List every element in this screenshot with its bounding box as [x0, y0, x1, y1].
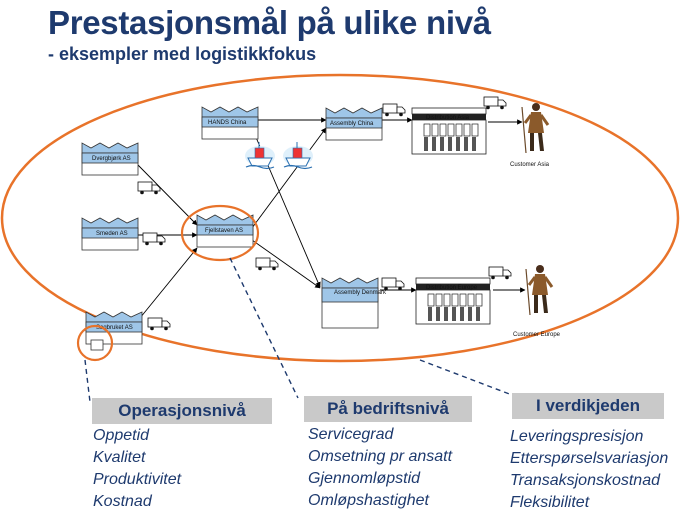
list-item: Servicegrad [308, 426, 394, 443]
list-item: Fleksibilitet [510, 494, 590, 511]
level-header-value-chain: I verdikjeden [512, 393, 664, 419]
truck-icon [382, 103, 406, 117]
value-chain-oval [0, 73, 680, 363]
level-list-value-chain: Leveringspresisjon Etterspørselsvariasjo… [510, 426, 668, 514]
label-smeden: Smeden AS [96, 231, 128, 237]
factory-sagbruk: Sagbruket AS [85, 311, 143, 345]
highlight-circle-operation [76, 324, 114, 362]
customer-asia-person-icon [520, 101, 550, 155]
label-sagbruk: Sagbruket AS [96, 325, 133, 331]
factory-hands-china: HANDS China [201, 106, 259, 140]
label-distribution-asia: Distribution Asia [426, 115, 470, 121]
label-fjellstaven: Fjellstaven AS [205, 228, 243, 234]
level-list-company: Servicegrad Omsetning pr ansatt Gjennoml… [308, 424, 452, 512]
level-header-operational: Operasjonsnivå [92, 398, 272, 424]
list-item: Kvalitet [93, 449, 146, 466]
factory-smeden: Smeden AS [81, 217, 139, 251]
factory-assembly-denmark: Assembly Denmark [321, 277, 387, 329]
list-item: Produktivitet [93, 471, 182, 488]
sagbruk-detail-box [90, 339, 104, 351]
label-assembly-china: Assembly China [330, 121, 374, 127]
page-subtitle: - eksempler med logistikkfokus [48, 44, 317, 64]
list-item: Transaksjonskostnad [510, 472, 660, 489]
list-item: Gjennomløpstid [308, 470, 421, 487]
label-customer-europe: Customer Europe [513, 332, 561, 338]
label-assembly-denmark-text: Assembly Denmark [334, 290, 387, 296]
list-item: Omløpshastighet [308, 492, 429, 509]
truck-icon [488, 266, 512, 280]
ship-icon [282, 141, 314, 170]
list-item: Kostnad [93, 493, 152, 510]
customer-europe-person-icon [524, 263, 554, 317]
list-item: Etterspørselsvariasjon [510, 450, 669, 467]
truck-icon [147, 317, 171, 331]
truck-icon [255, 257, 279, 271]
page-title: Prestasjonsmål på ulike nivå [48, 4, 491, 41]
label-hands-china: HANDS China [208, 120, 247, 126]
label-distribution-europe: Distribution Europe [426, 285, 478, 291]
dashed-pointers [84, 257, 513, 403]
label-dvergbjork: Dvergbjørk AS [92, 156, 131, 162]
label-customer-asia: Customer Asia [510, 162, 550, 168]
list-item: Omsetning pr ansatt [308, 448, 453, 465]
warehouse-distribution-asia: Distribution Asia [411, 107, 487, 155]
level-list-operational: Oppetid Kvalitet Produktivitet Kostnad [93, 425, 181, 513]
label-assembly-denmark: Assembly Denmark [334, 290, 387, 296]
factory-assembly-china: Assembly China [325, 107, 383, 141]
list-item: Leveringspresisjon [510, 428, 644, 445]
truck-icon [381, 277, 405, 291]
list-item: Oppetid [93, 427, 150, 444]
warehouse-distribution-europe: Distribution Europe [415, 277, 491, 325]
level-header-company: På bedriftsnivå [304, 396, 472, 422]
truck-icon [483, 96, 507, 110]
factory-dvergbjork: Dvergbjørk AS [81, 142, 139, 176]
highlight-circle-company [180, 204, 260, 262]
factory-fjellstaven: Fjellstaven AS [196, 214, 254, 248]
